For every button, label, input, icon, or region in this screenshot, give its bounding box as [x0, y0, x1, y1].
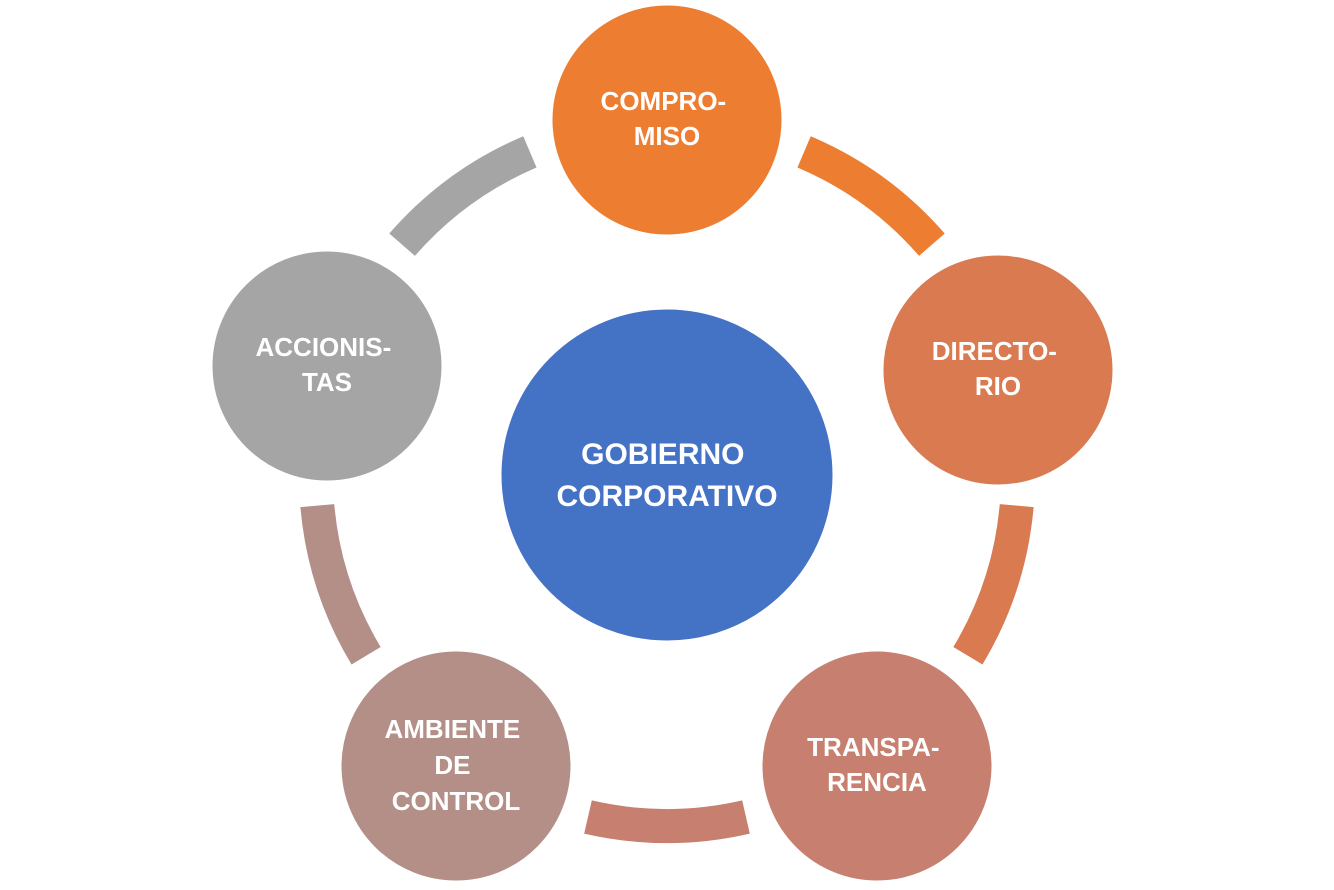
node-directorio-label-line-1: DIRECTO-: [932, 336, 1057, 366]
node-ambiente-de-control-label-line-1: AMBIENTE: [384, 714, 520, 744]
node-directorio: DIRECTO- RIO: [880, 252, 1116, 488]
center-circle: [498, 306, 836, 644]
center-label: GOBIERNO CORPORATIVO: [556, 438, 777, 513]
arc-compromiso-to-directorio: [797, 136, 945, 257]
node-transparencia-label: TRANSPA- RENCIA: [807, 732, 947, 797]
node-ambiente-de-control-circle: [338, 648, 574, 884]
node-transparencia-label-line-1: TRANSPA-: [807, 732, 939, 762]
node-directorio-label-line-2: RIO: [975, 371, 1021, 401]
node-ambiente-de-control: AMBIENTE DE CONTROL: [338, 648, 574, 884]
node-accionistas-circle: [209, 248, 445, 484]
center-label-line-2: CORPORATIVO: [556, 480, 777, 513]
arc-ambiente-to-accionistas: [300, 503, 381, 665]
node-accionistas-label: ACCIONIS- TAS: [255, 332, 398, 397]
node-transparencia-label-line-2: RENCIA: [827, 767, 927, 797]
node-directorio-circle: [880, 252, 1116, 488]
center-label-line-1: GOBIERNO: [581, 438, 744, 471]
center-node: GOBIERNO CORPORATIVO: [498, 306, 836, 644]
arc-accionistas-to-compromiso: [389, 136, 537, 257]
node-directorio-label: DIRECTO- RIO: [932, 336, 1064, 401]
node-compromiso-label: COMPRO- MISO: [601, 86, 734, 151]
node-ambiente-de-control-label-line-2: DE: [434, 750, 470, 780]
node-accionistas-label-line-2: TAS: [302, 367, 352, 397]
node-compromiso-label-line-2: MISO: [634, 121, 700, 151]
arc-directorio-to-transparencia: [953, 503, 1034, 665]
node-ambiente-de-control-label: AMBIENTE DE CONTROL: [384, 714, 527, 816]
node-accionistas-label-line-1: ACCIONIS-: [255, 332, 391, 362]
arc-transparencia-to-ambiente: [584, 800, 750, 843]
node-compromiso-label-line-1: COMPRO-: [601, 86, 727, 116]
node-transparencia: TRANSPA- RENCIA: [759, 648, 995, 884]
node-compromiso: COMPRO- MISO: [549, 2, 785, 238]
node-transparencia-circle: [759, 648, 995, 884]
node-ambiente-de-control-label-line-3: CONTROL: [392, 786, 521, 816]
node-accionistas: ACCIONIS- TAS: [209, 248, 445, 484]
cycle-arcs: [300, 136, 1034, 843]
node-compromiso-circle: [549, 2, 785, 238]
